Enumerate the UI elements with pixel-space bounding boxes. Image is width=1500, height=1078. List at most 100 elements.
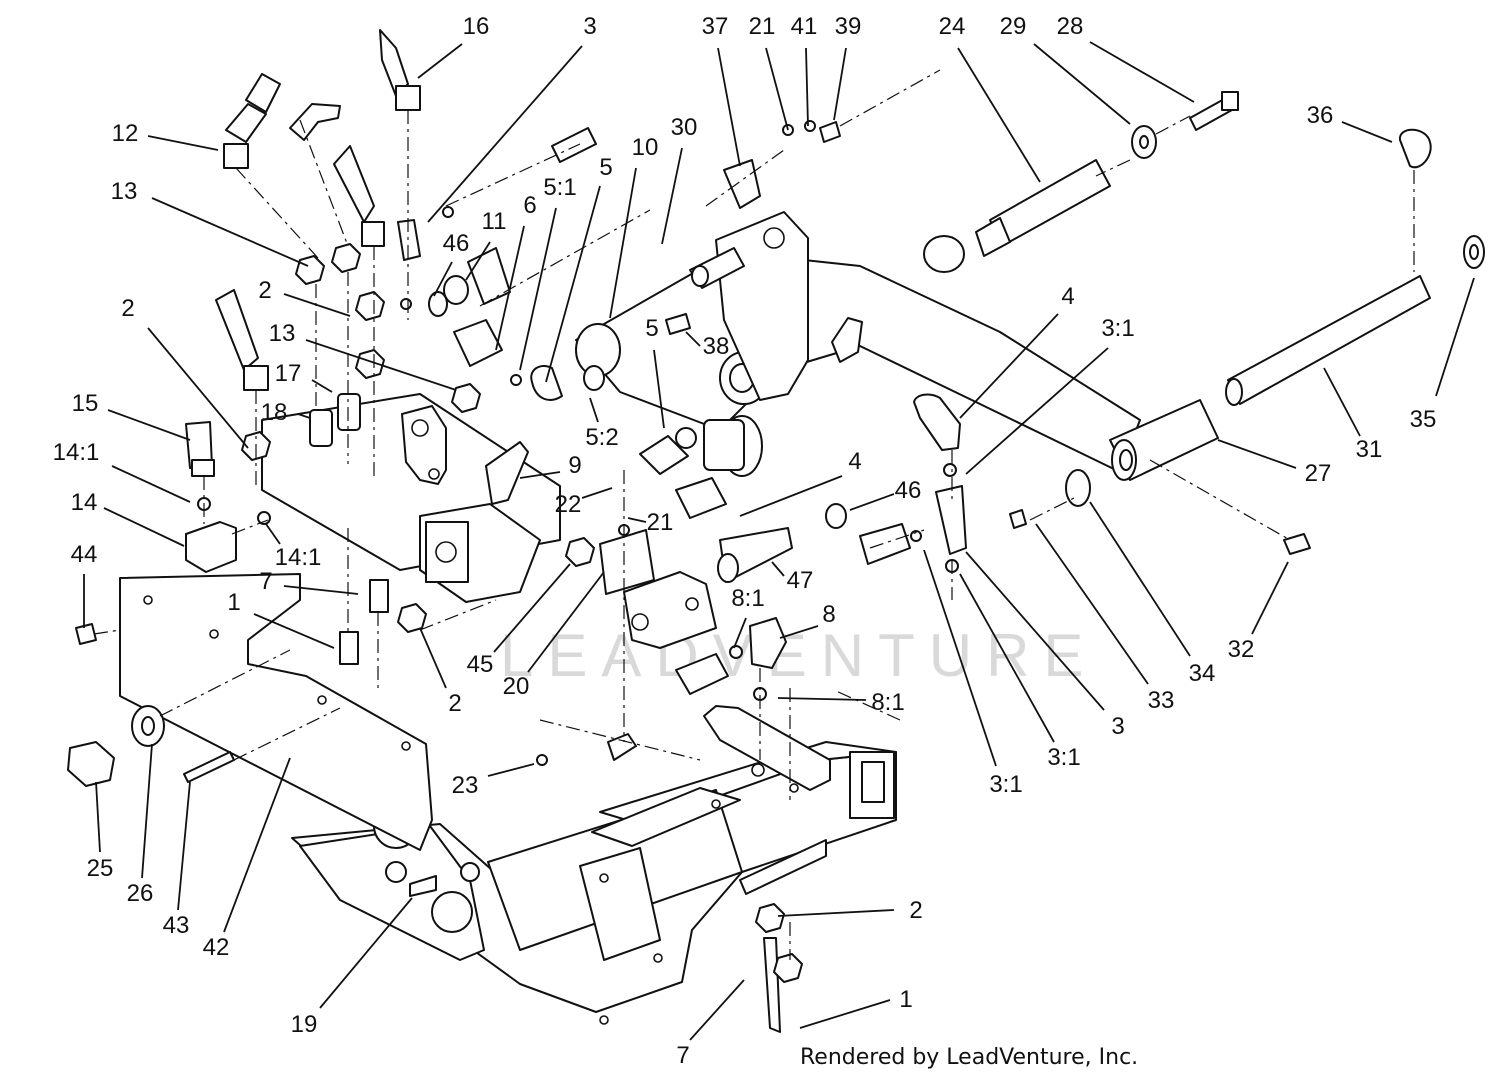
leader-line: [923, 549, 997, 767]
callout-label-45: 45: [467, 651, 494, 678]
callout-label-9: 9: [568, 452, 581, 479]
callout-label-2: 2: [909, 897, 922, 924]
leader-line: [433, 261, 453, 297]
watermark-text: LEADVENTURE: [500, 622, 1097, 689]
leader-line: [965, 347, 1109, 475]
callout-label-24: 24: [939, 13, 966, 40]
leader-line: [1251, 561, 1289, 635]
callout-label-42: 42: [203, 934, 230, 961]
leader-line: [653, 349, 665, 429]
leader-line: [417, 43, 463, 79]
callout-label-18: 18: [261, 399, 288, 426]
callout-label-3: 3: [583, 13, 596, 40]
leader-line: [177, 781, 191, 911]
callout-label-30: 30: [671, 114, 698, 141]
leader-line: [1323, 367, 1361, 437]
leader-line: [95, 781, 101, 853]
leader-line: [1033, 43, 1131, 125]
leader-line: [151, 197, 309, 267]
leader-line: [685, 331, 701, 347]
callout-label-28: 28: [1057, 13, 1084, 40]
callout-label-20: 20: [503, 673, 530, 700]
leader-line: [283, 293, 351, 317]
callout-label-6: 6: [523, 192, 536, 219]
leader-line: [107, 409, 191, 441]
callout-label-19: 19: [291, 1011, 318, 1038]
leader-line: [965, 551, 1105, 711]
callout-label-46: 46: [895, 477, 922, 504]
leader-line: [609, 167, 637, 319]
leader-line: [141, 743, 153, 879]
leader-line: [311, 379, 333, 393]
leader-line: [1089, 501, 1191, 657]
washer-29: [1131, 125, 1157, 159]
leader-line: [527, 571, 605, 673]
callout-label-47: 47: [787, 567, 814, 594]
leader-line: [777, 697, 867, 701]
leader-line: [297, 413, 311, 419]
leader-line: [849, 493, 895, 511]
callout-label-5: 5: [645, 315, 658, 342]
callout-label-2: 2: [258, 277, 271, 304]
callout-label-32: 32: [1228, 636, 1255, 663]
leader-line: [1089, 41, 1195, 103]
callout-label-8-1: 8:1: [731, 585, 764, 612]
callout-label-14-1: 14:1: [53, 439, 100, 466]
leader-line: [147, 135, 219, 151]
callout-label-12: 12: [112, 120, 139, 147]
leader-line: [833, 47, 847, 121]
callout-label-8: 8: [822, 601, 835, 628]
callout-label-16: 16: [463, 13, 490, 40]
callout-label-4: 4: [848, 448, 861, 475]
leader-line: [771, 561, 785, 577]
leader-line: [777, 909, 895, 917]
leader-line: [319, 897, 413, 1009]
callout-label-21: 21: [647, 509, 674, 536]
callout-label-23: 23: [452, 772, 479, 799]
callout-label-3: 3: [1111, 713, 1124, 740]
callout-label-14: 14: [71, 489, 98, 516]
leader-line: [581, 487, 613, 499]
lift-arm: [575, 211, 1141, 477]
callout-label-7: 7: [676, 1042, 689, 1069]
hose-fittings: [185, 29, 967, 695]
callout-label-1: 1: [899, 986, 912, 1013]
pin-31: [1225, 275, 1431, 406]
leader-line: [661, 147, 683, 245]
leader-line: [545, 185, 601, 383]
leader-line: [253, 613, 335, 649]
leader-line: [589, 397, 599, 423]
pin-24: [923, 159, 1111, 273]
callout-label-13: 13: [269, 320, 296, 347]
clip-36: [1399, 128, 1432, 169]
callout-label-29: 29: [1000, 13, 1027, 40]
leader-line: [765, 47, 789, 131]
callout-label-26: 26: [127, 880, 154, 907]
callout-leaders: [83, 41, 1475, 1041]
leader-line: [419, 627, 447, 689]
bolt-28: [1189, 91, 1239, 131]
callout-label-5-2: 5:2: [585, 424, 618, 451]
washers: [131, 120, 959, 766]
leader-line: [305, 339, 457, 391]
callout-label-22: 22: [555, 491, 582, 518]
leader-line: [627, 517, 647, 523]
callout-label-46: 46: [443, 230, 470, 257]
plate-42: [119, 573, 433, 851]
leader-line: [733, 617, 747, 649]
leader-line: [493, 563, 571, 653]
callout-label-31: 31: [1356, 436, 1383, 463]
leader-line: [487, 763, 535, 777]
callout-label-7: 7: [259, 568, 272, 595]
leader-line: [147, 327, 249, 449]
callout-label-11: 11: [482, 208, 507, 235]
callout-label-36: 36: [1307, 102, 1334, 129]
leader-line: [717, 47, 741, 167]
leader-line: [1035, 523, 1149, 685]
callout-label-14-1: 14:1: [275, 544, 322, 571]
leader-line: [283, 585, 359, 595]
leader-line: [111, 465, 191, 503]
callout-label-34: 34: [1189, 660, 1216, 687]
callout-label-15: 15: [72, 390, 99, 417]
